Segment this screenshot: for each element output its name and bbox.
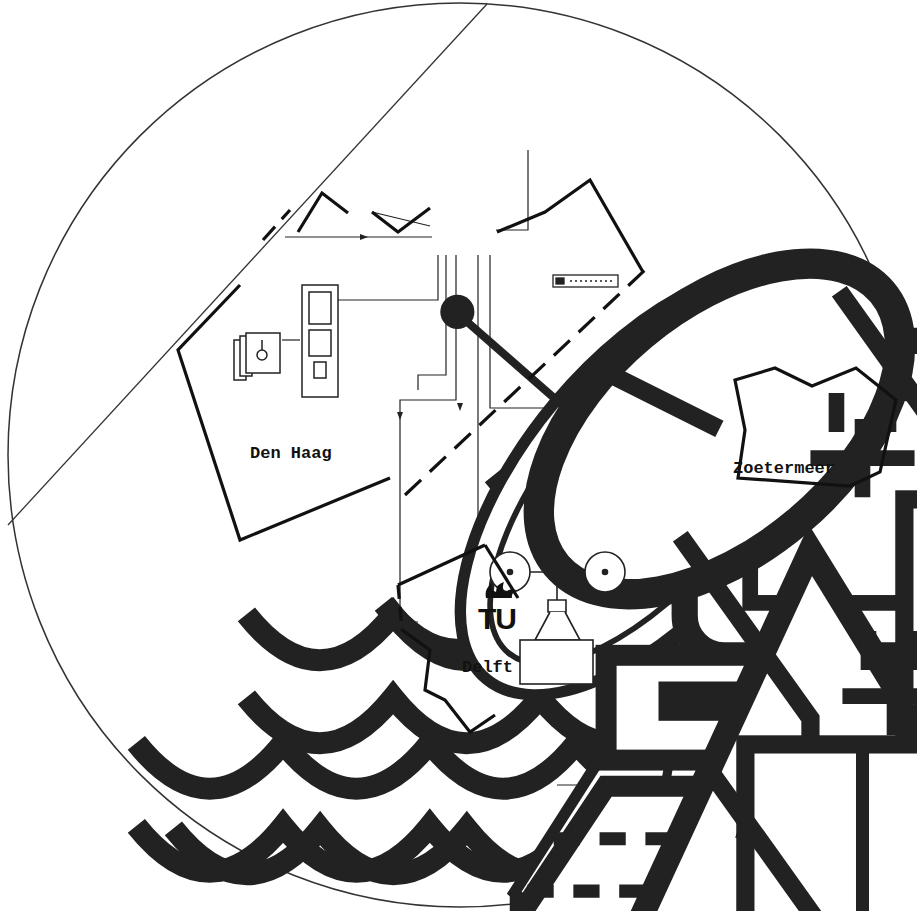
region-border xyxy=(263,210,290,240)
place-name: Den Haag xyxy=(250,444,332,463)
region-border xyxy=(405,270,645,495)
region-border xyxy=(372,208,430,232)
region-outline xyxy=(390,535,535,745)
region-border xyxy=(485,545,518,598)
region-border xyxy=(398,545,485,585)
map-region: Den Haag xyxy=(170,170,660,550)
place-name: Delft xyxy=(462,658,513,677)
region-outline xyxy=(170,170,660,550)
place-name: Zoetermeer xyxy=(733,459,835,478)
flame-logo xyxy=(486,582,516,598)
region-border xyxy=(298,193,348,232)
map-region: TU Delft xyxy=(390,535,535,745)
region-border xyxy=(497,180,643,272)
map-region: Zoetermeer xyxy=(725,360,905,490)
region-border xyxy=(178,285,390,540)
region-border xyxy=(402,630,495,732)
logo-text: TU xyxy=(478,602,516,636)
region-border xyxy=(398,585,402,630)
